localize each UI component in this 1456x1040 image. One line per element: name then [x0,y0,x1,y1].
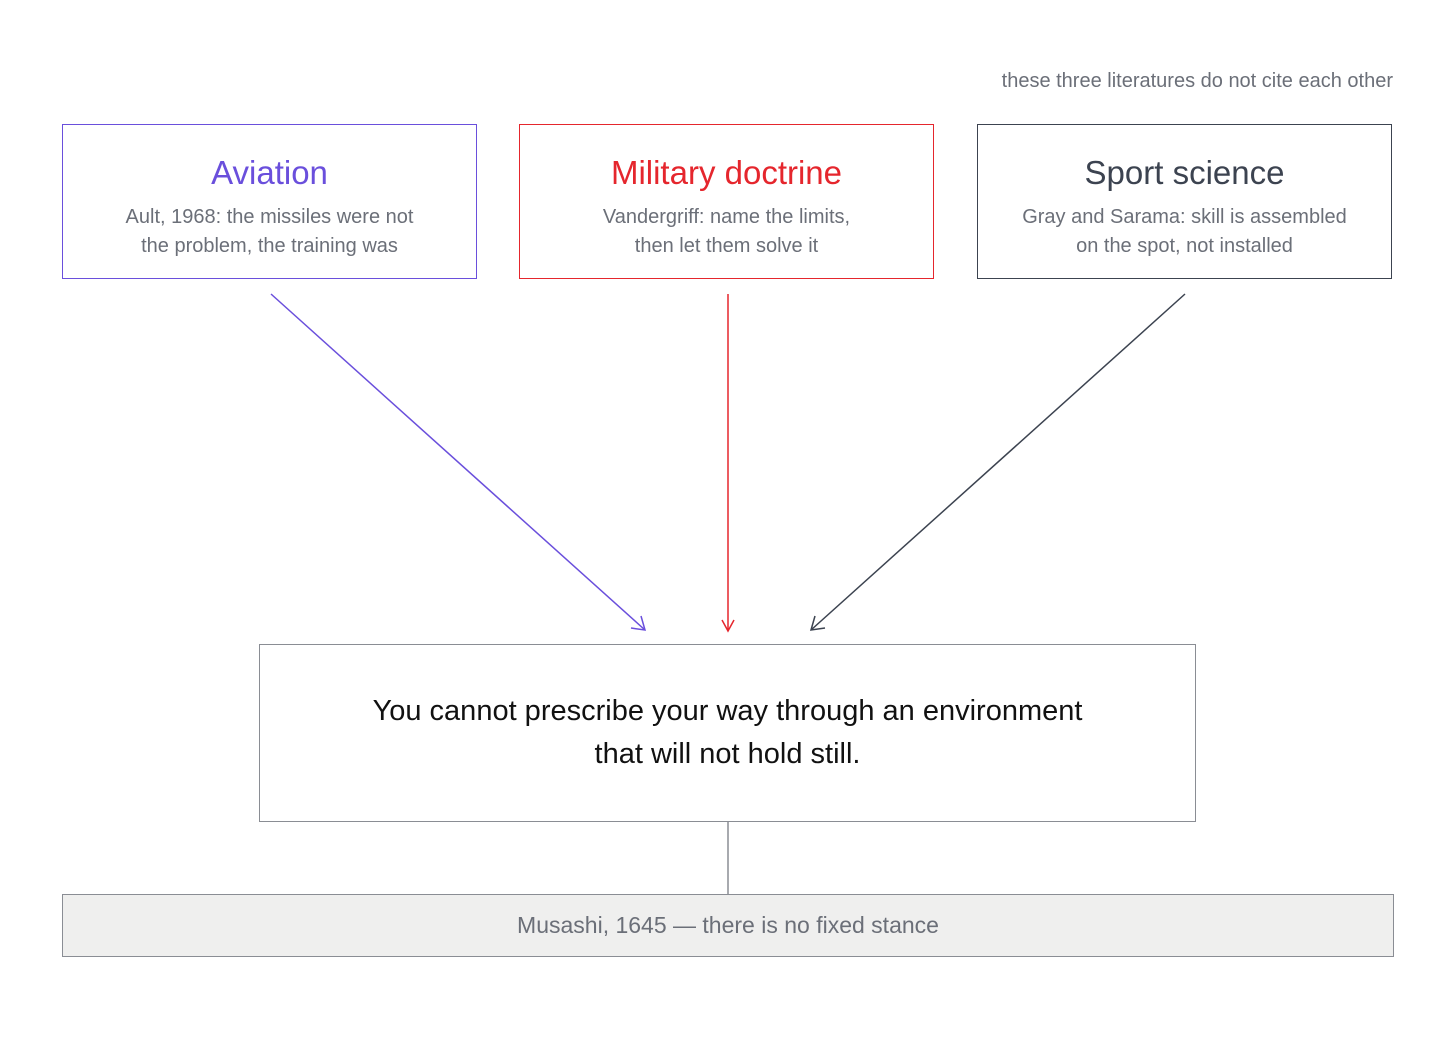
footer-text: Musashi, 1645 — there is no fixed stance [517,912,939,938]
footer-box: Musashi, 1645 — there is no fixed stance [62,894,1394,957]
arrow-military-doctrine [721,294,735,633]
source-box-military-doctrine: Military doctrine Vandergriff: name the … [519,124,934,279]
arrow-sport-science [809,293,1186,631]
source-title-military-doctrine: Military doctrine [610,154,843,191]
source-description-military-doctrine: Vandergriff: name the limits, then let t… [602,206,851,257]
source-title-sport-science: Sport science [1084,154,1285,191]
arrow-aviation [270,293,647,631]
conclusion-text: You cannot prescribe your way through an… [372,695,1083,770]
source-description-sport-science: Gray and Sarama: skill is assembled on t… [1022,206,1347,257]
source-box-sport-science: Sport science Gray and Sarama: skill is … [977,124,1392,279]
diagram-note: these three literatures do not cite each… [1001,70,1393,92]
source-description-aviation: Ault, 1968: the missiles were not the pr… [125,206,414,257]
source-box-aviation: Aviation Ault, 1968: the missiles were n… [62,124,477,279]
conclusion-box: You cannot prescribe your way through an… [259,644,1196,822]
source-title-aviation: Aviation [211,154,328,191]
